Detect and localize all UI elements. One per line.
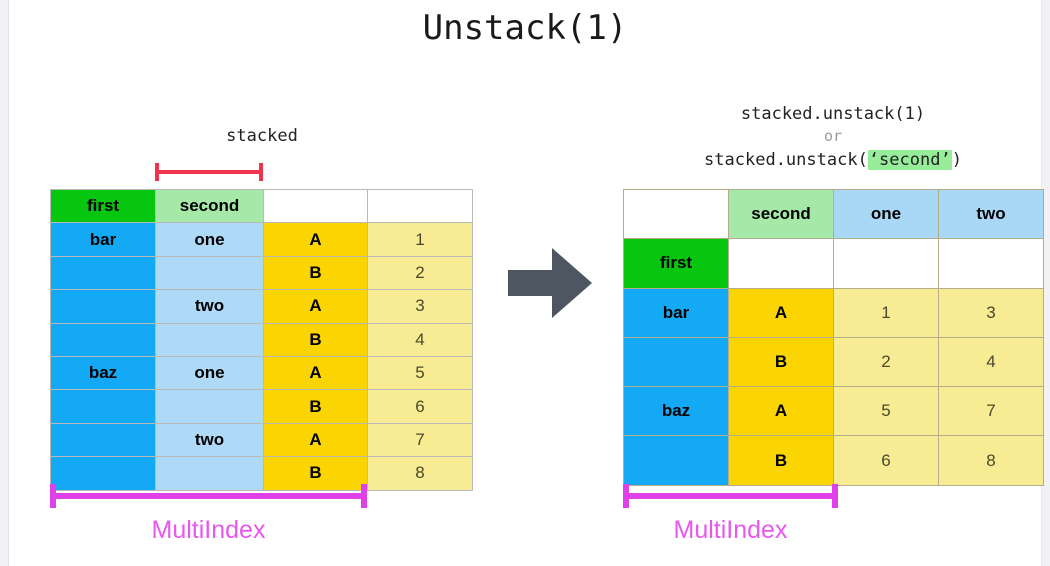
cell-ab: B	[263, 322, 368, 357]
cell-ab: A	[728, 287, 834, 338]
code-line-1: stacked.unstack(1)	[740, 104, 926, 124]
left-multiindex-label: MultiIndex	[151, 516, 266, 544]
cell-value: 6	[367, 389, 473, 424]
cell-value-two: 7	[938, 386, 1044, 437]
header-cell-blank1	[728, 238, 834, 289]
cell-first	[50, 422, 156, 458]
bracket-bar	[155, 170, 263, 174]
table-row: baz one A 5	[50, 355, 473, 391]
bracket-bar	[50, 493, 367, 499]
cell-value-two: 3	[938, 287, 1044, 338]
table-row: B 6 8	[623, 435, 1044, 486]
cell-second	[155, 255, 264, 291]
cell-value: 7	[367, 422, 473, 458]
table-row: B 8	[50, 456, 473, 491]
code-line-3-pre: stacked.unstack(	[704, 150, 868, 170]
cell-second: one	[155, 222, 264, 257]
cell-value-one: 2	[833, 336, 939, 388]
code-line-3-highlight: ‘second’	[867, 150, 952, 170]
table-row: bar A 1 3	[623, 287, 1044, 338]
code-line-3: stacked.unstack(‘second’)	[623, 150, 1043, 170]
header-cell-blank2	[833, 238, 939, 289]
cell-second: two	[155, 422, 264, 458]
header-cell-blank1	[263, 188, 368, 224]
cell-second: two	[155, 289, 264, 324]
page-title: Unstack(1)	[422, 8, 628, 48]
cell-value: 2	[367, 255, 473, 291]
cell-second: one	[155, 355, 264, 391]
right-multiindex-label: MultiIndex	[673, 516, 788, 544]
left-multiindex-bracket	[50, 484, 367, 508]
header-cell-first: first	[50, 188, 156, 224]
second-column-bracket	[155, 163, 263, 181]
cell-ab: A	[728, 386, 834, 437]
header-cell-blank2	[367, 188, 473, 224]
cell-value: 4	[367, 322, 473, 357]
table-row: two A 7	[50, 422, 473, 458]
cell-first	[50, 255, 156, 291]
cell-first: baz	[623, 386, 729, 437]
cell-value-two: 4	[938, 336, 1044, 388]
header-cell-blank3	[938, 238, 1044, 289]
cell-ab: A	[263, 289, 368, 324]
slide-gutter-left	[0, 0, 9, 566]
cell-ab: A	[263, 355, 368, 391]
table-header-row: first second	[50, 188, 473, 224]
cell-ab: B	[728, 336, 834, 388]
right-arrow-icon	[508, 248, 592, 318]
cell-ab: B	[263, 456, 368, 491]
cell-value: 5	[367, 355, 473, 391]
cell-first	[50, 289, 156, 324]
bracket-cap-right	[832, 484, 838, 508]
cell-first: baz	[50, 355, 156, 391]
bracket-cap-right	[259, 163, 263, 181]
table-row: two A 3	[50, 289, 473, 324]
header-cell-blank	[623, 188, 729, 240]
cell-value-one: 5	[833, 386, 939, 437]
table-row: baz A 5 7	[623, 386, 1044, 437]
bracket-bar	[623, 493, 838, 499]
header-cell-two: two	[938, 188, 1044, 240]
table-row: B 2	[50, 255, 473, 291]
cell-second	[155, 389, 264, 424]
table-row: B 6	[50, 389, 473, 424]
table-header-row-1: second one two	[623, 188, 1044, 240]
cell-value-two: 8	[938, 435, 1044, 486]
code-or-label: or	[823, 127, 843, 145]
table-row: bar one A 1	[50, 222, 473, 257]
header-cell-second: second	[155, 188, 264, 224]
cell-ab: B	[263, 389, 368, 424]
cell-first	[50, 389, 156, 424]
cell-first: bar	[50, 222, 156, 257]
cell-value: 8	[367, 456, 473, 491]
cell-second	[155, 322, 264, 357]
header-cell-one: one	[833, 188, 939, 240]
left-table-caption: stacked	[226, 126, 298, 146]
table-header-row-2: first	[623, 238, 1044, 289]
table-row: B 4	[50, 322, 473, 357]
cell-value: 3	[367, 289, 473, 324]
cell-first	[623, 336, 729, 388]
code-line-3-post: )	[951, 150, 962, 170]
right-multiindex-bracket	[623, 484, 838, 508]
cell-first	[623, 435, 729, 486]
header-cell-second: second	[728, 188, 834, 240]
stacked-table: first second bar one A 1 B 2 two A	[50, 188, 473, 491]
unstacked-table: second one two first bar A 1 3 B 2 4	[623, 188, 1044, 486]
cell-ab: A	[263, 422, 368, 458]
cell-ab: A	[263, 222, 368, 257]
cell-first: bar	[623, 287, 729, 338]
cell-first	[50, 322, 156, 357]
cell-ab: B	[728, 435, 834, 486]
cell-value-one: 1	[833, 287, 939, 338]
table-row: B 2 4	[623, 336, 1044, 388]
cell-ab: B	[263, 255, 368, 291]
cell-value-one: 6	[833, 435, 939, 486]
cell-value: 1	[367, 222, 473, 257]
bracket-cap-right	[361, 484, 367, 508]
header-cell-first: first	[623, 238, 729, 289]
